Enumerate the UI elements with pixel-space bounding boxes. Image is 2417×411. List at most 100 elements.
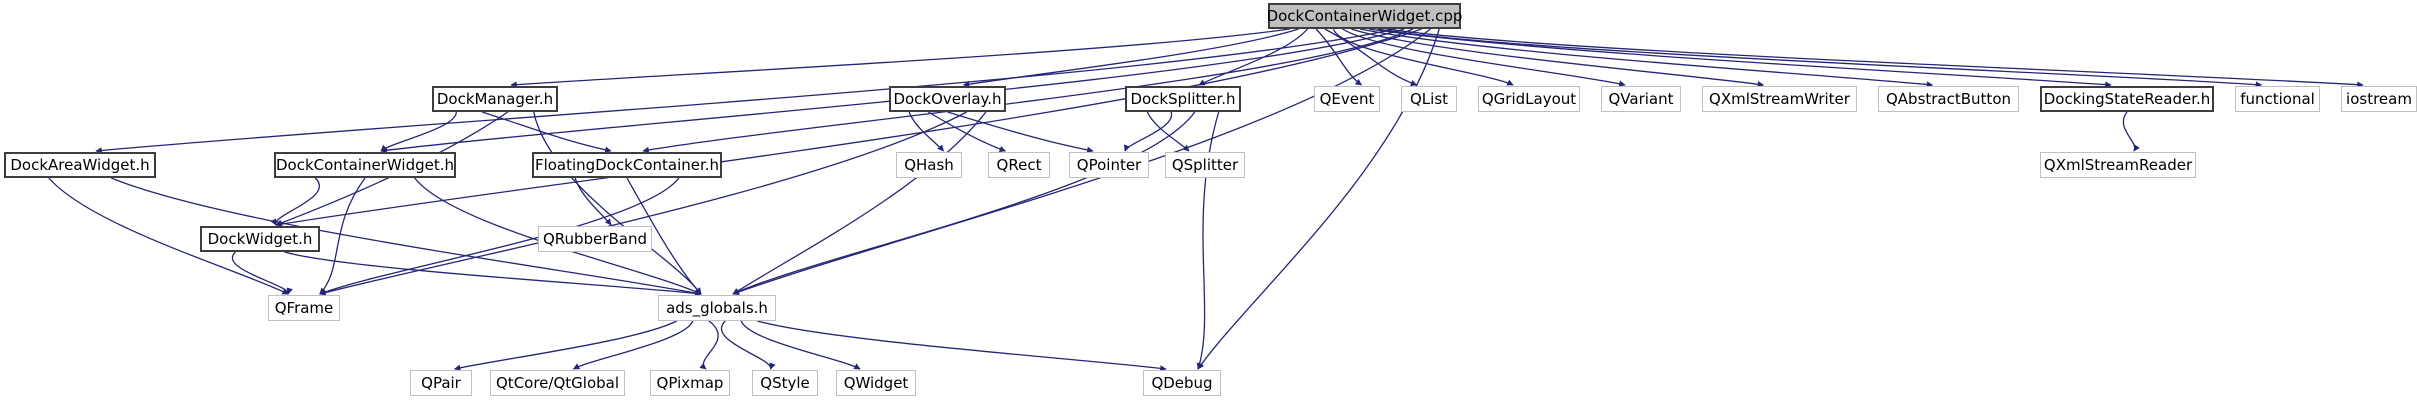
graph-node-qsplitter[interactable]: QSplitter [1165, 152, 1245, 178]
graph-node-qlist[interactable]: QList [1401, 86, 1457, 112]
graph-node-label: QSplitter [1171, 155, 1239, 174]
graph-edge-ads_globals-to-qpixmap [699, 320, 719, 370]
graph-edge-root-to-dockoverlay [962, 28, 1299, 88]
graph-node-dockwidget[interactable]: DockWidget.h [200, 226, 320, 252]
graph-node-qrubberband[interactable]: QRubberBand [538, 226, 652, 252]
graph-node-label: DockContainerWidget.h [275, 155, 455, 174]
graph-edge-ads_globals-to-qpair [453, 320, 677, 371]
graph-node-qtcoreqtglobal[interactable]: QtCore/QtGlobal [490, 370, 625, 396]
graph-edge-dockoverlay-to-ads_globals [732, 111, 987, 295]
graph-node-label: DockWidget.h [207, 229, 313, 248]
graph-edge-root-to-functional [1377, 28, 2263, 88]
graph-edge-floatingdockcontainer-to-qrubberband [574, 177, 612, 226]
graph-node-label: QStyle [760, 373, 810, 392]
graph-node-label: functional [2240, 89, 2315, 108]
graph-edge-dockoverlay-to-qpointer [947, 111, 1094, 154]
graph-node-label: QRect [996, 155, 1042, 174]
graph-edge-ads_globals-to-qstyle [721, 320, 776, 370]
graph-node-label: DockManager.h [436, 89, 554, 108]
graph-node-qrect[interactable]: QRect [988, 152, 1050, 178]
graph-node-qwidget[interactable]: QWidget [836, 370, 916, 396]
graph-node-qxmlstreamreader[interactable]: QXmlStreamReader [2040, 152, 2196, 178]
graph-edge-root-to-qvariant [1342, 28, 1626, 87]
graph-edge-dockcontainerwidget-to-qframe [319, 177, 366, 295]
graph-node-dockmanager[interactable]: DockManager.h [432, 86, 558, 112]
graph-node-iostream[interactable]: iostream [2341, 86, 2417, 112]
graph-edge-dockwidget-to-qframe [231, 251, 293, 295]
graph-node-dockingstatereader[interactable]: DockingStateReader.h [2040, 86, 2214, 112]
graph-node-docksplitter[interactable]: DockSplitter.h [1125, 86, 1241, 112]
graph-edge-dockwidget-to-ads_globals [284, 251, 702, 297]
graph-node-qabstractbutton[interactable]: QAbstractButton [1878, 86, 2019, 112]
graph-node-label: DockAreaWidget.h [10, 155, 150, 174]
graph-node-qstyle[interactable]: QStyle [752, 370, 818, 396]
graph-node-label: QDebug [1151, 373, 1213, 392]
graph-node-label: QVariant [1608, 89, 1674, 108]
graph-node-label: QRubberBand [543, 229, 648, 248]
graph-node-label: DockContainerWidget.cpp [1266, 6, 1463, 25]
graph-edge-root-to-qgridlayout [1333, 28, 1514, 86]
graph-node-floatingdockcontainer[interactable]: FloatingDockContainer.h [532, 152, 722, 178]
graph-edge-ads_globals-to-qwidget [740, 320, 861, 370]
graph-node-label: QEvent [1319, 89, 1375, 108]
graph-node-label: QtCore/QtGlobal [496, 373, 619, 392]
graph-edge-dockcontainerwidget-to-dockwidget [270, 177, 320, 226]
graph-node-label: QFrame [274, 298, 334, 317]
graph-edge-root-to-dockmanager [510, 28, 1290, 88]
graph-node-label: QPair [421, 373, 461, 392]
graph-edge-root-to-iostream [1386, 28, 2364, 88]
graph-node-label: QList [1409, 89, 1449, 108]
graph-node-qdebug[interactable]: QDebug [1143, 370, 1221, 396]
graph-node-label: FloatingDockContainer.h [534, 155, 720, 174]
graph-node-label: ads_globals.h [666, 298, 768, 317]
graph-node-label: DockSplitter.h [1130, 89, 1236, 108]
graph-edge-dockoverlay-to-qframe [319, 111, 968, 296]
graph-node-label: QXmlStreamWriter [1709, 89, 1850, 108]
graph-node-qpointer[interactable]: QPointer [1069, 152, 1149, 178]
graph-node-dockareawidget[interactable]: DockAreaWidget.h [4, 152, 156, 178]
graph-edge-root-to-dockwidget [275, 28, 1422, 228]
graph-node-label: DockOverlay.h [893, 89, 1002, 108]
graph-edge-root-to-qdebug [1197, 28, 1440, 370]
graph-edge-dockingstatereader-to-qxmlstreamreader [2122, 111, 2140, 152]
graph-edge-docksplitter-to-qsplitter [1146, 111, 1190, 152]
graph-edge-root-to-qabstractbutton [1359, 28, 1934, 88]
graph-node-qgridlayout[interactable]: QGridLayout [1478, 86, 1580, 112]
graph-node-label: QPixmap [656, 373, 724, 392]
graph-edge-ads_globals-to-qtcoreqtglobal [572, 320, 694, 370]
graph-edge-root-to-qxmlstreamwriter [1351, 28, 1765, 88]
graph-node-label: DockingStateReader.h [2043, 89, 2211, 108]
graph-node-qframe[interactable]: QFrame [268, 295, 340, 321]
graph-node-label: QHash [904, 155, 954, 174]
graph-node-label: iostream [2346, 89, 2412, 108]
graph-edge-root-to-qevent [1315, 28, 1363, 86]
graph-node-qhash[interactable]: QHash [896, 152, 962, 178]
graph-node-ads_globals[interactable]: ads_globals.h [658, 295, 776, 321]
graph-node-dockoverlay[interactable]: DockOverlay.h [889, 86, 1006, 112]
graph-edge-root-to-floatingdockcontainer [642, 28, 1414, 154]
graph-edge-dockmanager-to-ads_globals [533, 111, 702, 295]
graph-node-label: QGridLayout [1481, 89, 1577, 108]
graph-node-label: QXmlStreamReader [2043, 155, 2193, 174]
graph-edge-dockmanager-to-floatingdockcontainer [481, 111, 612, 154]
graph-edge-dockmanager-to-dockcontainerwidget [380, 111, 457, 152]
graph-node-qvariant[interactable]: QVariant [1601, 86, 1681, 112]
graph-node-label: QWidget [843, 373, 909, 392]
graph-node-qpair[interactable]: QPair [410, 370, 472, 396]
graph-edge-root-to-dockingstatereader [1368, 28, 2112, 88]
graph-edge-docksplitter-to-qpointer [1123, 111, 1172, 152]
graph-edge-docksplitter-to-qdebug [1196, 111, 1220, 370]
graph-node-label: QPointer [1076, 155, 1142, 174]
graph-edge-docksplitter-to-ads_globals [732, 111, 1196, 295]
graph-node-qevent[interactable]: QEvent [1314, 86, 1380, 112]
graph-edge-dockoverlay-to-qhash [908, 111, 944, 152]
graph-node-root[interactable]: DockContainerWidget.cpp [1266, 3, 1463, 29]
graph-edge-root-to-qlist [1324, 28, 1418, 87]
graph-node-dockcontainerwidget[interactable]: DockContainerWidget.h [274, 152, 456, 178]
graph-node-functional[interactable]: functional [2235, 86, 2320, 112]
graph-node-qpixmap[interactable]: QPixmap [650, 370, 730, 396]
graph-edge-dockoverlay-to-qrect [927, 111, 1007, 153]
graph-edge-ads_globals-to-qdebug [757, 320, 1167, 372]
graph-node-qxmlstreamwriter[interactable]: QXmlStreamWriter [1702, 86, 1857, 112]
